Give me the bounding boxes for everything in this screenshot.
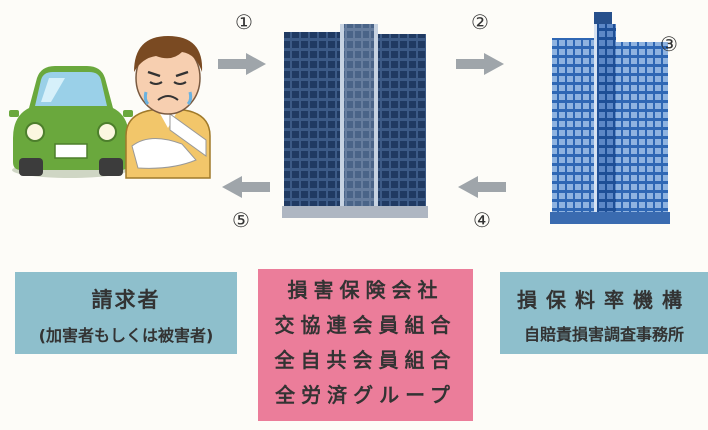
rating-organization-building-icon bbox=[550, 12, 670, 224]
insurer-line: 全自共会員組合 bbox=[274, 348, 457, 372]
rating-organization-subtitle: 自賠責損害調査事務所 bbox=[523, 325, 684, 344]
car-icon bbox=[9, 66, 133, 178]
rating-organization-box: 損保料率機構 自賠責損害調査事務所 bbox=[500, 272, 708, 354]
step-1-label: ① bbox=[235, 10, 253, 34]
claimant-box: 請求者 (加害者もしくは被害者) bbox=[15, 272, 237, 354]
insurer-line: 損害保険会社 bbox=[287, 278, 444, 302]
arrow-right-1 bbox=[218, 53, 266, 75]
insurer-line: 全労済グループ bbox=[275, 383, 456, 407]
insurance-company-building-icon bbox=[282, 24, 428, 218]
rating-organization-title: 損保料率機構 bbox=[517, 288, 691, 312]
injured-person-icon bbox=[125, 36, 211, 179]
claimant-subtitle: (加害者もしくは被害者) bbox=[38, 326, 214, 345]
step-5-label: ⑤ bbox=[232, 208, 250, 232]
step-3-label: ③ bbox=[660, 32, 678, 56]
arrow-left-5 bbox=[222, 176, 270, 198]
step-2-label: ② bbox=[471, 10, 489, 34]
arrow-left-4 bbox=[458, 176, 506, 198]
insurers-box: 損害保険会社 交協連会員組合 全自共会員組合 全労済グループ bbox=[258, 269, 473, 421]
step-4-label: ④ bbox=[473, 208, 491, 232]
insurer-line: 交協連会員組合 bbox=[274, 313, 457, 337]
claimant-title: 請求者 bbox=[91, 288, 161, 312]
arrow-right-2 bbox=[456, 53, 504, 75]
